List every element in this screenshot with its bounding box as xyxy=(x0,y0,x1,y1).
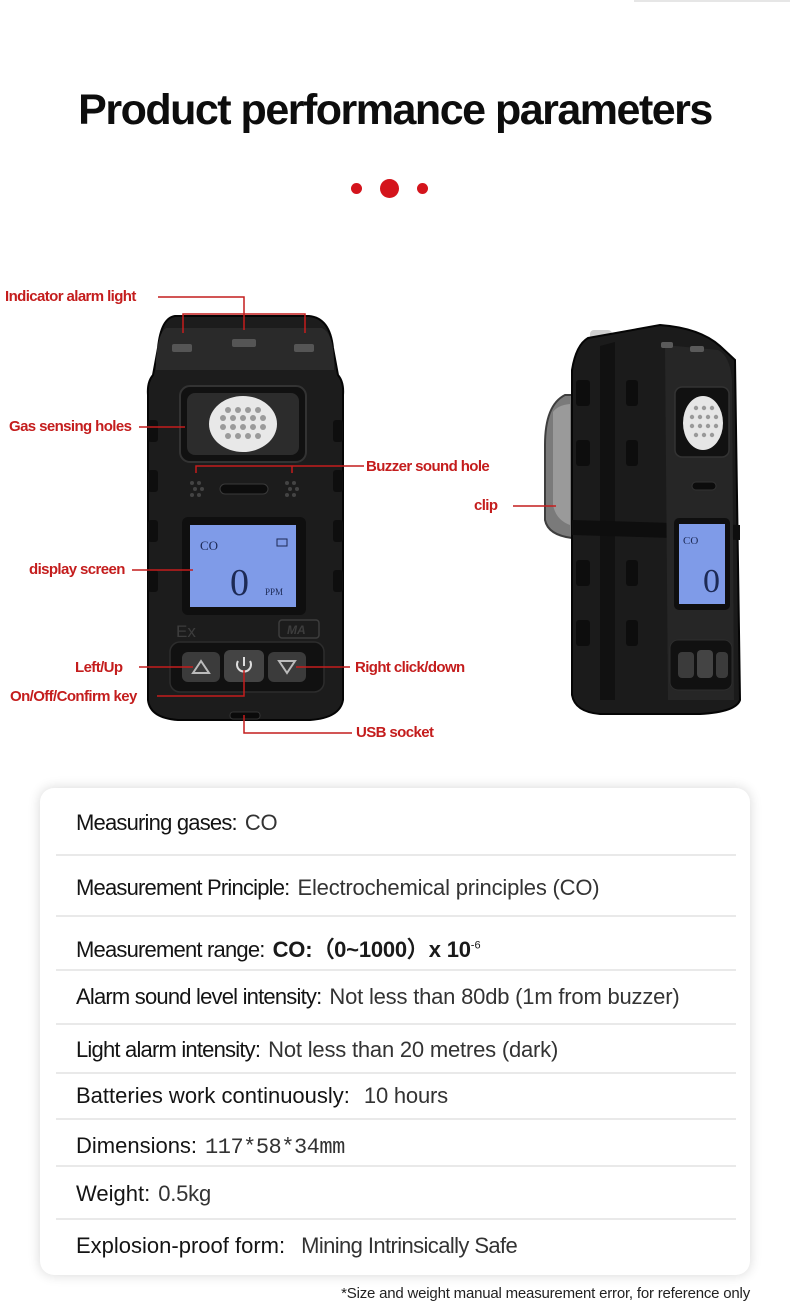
spec-value: CO:（0~1000）x 10 xyxy=(272,937,471,962)
spec-value: 10 hours xyxy=(363,1083,448,1108)
side-screen-gas-label: CO xyxy=(683,535,698,547)
side-device: CO 0 xyxy=(544,323,742,715)
callout-lines xyxy=(132,296,556,734)
callout-buzzer-sound-hole: Buzzer sound hole xyxy=(366,458,490,475)
specs-card: Measuring gases:CO Measurement Principle… xyxy=(40,788,750,1275)
callout-left-up: Left/Up xyxy=(75,659,123,676)
spec-row-range: Measurement range: CO:（0~1000）x 10-6 xyxy=(76,932,734,964)
spec-label: Dimensions: xyxy=(76,1133,198,1158)
spec-value: 0.5kg xyxy=(158,1181,212,1206)
side-screen-reading: 0 xyxy=(703,563,720,600)
callout-indicator-alarm-light: Indicator alarm light xyxy=(5,288,136,305)
spec-value: Electrochemical principles (CO) xyxy=(297,875,600,900)
spec-label: Weight: xyxy=(76,1181,151,1206)
callout-right-click-down: Right click/down xyxy=(355,659,465,676)
ex-mark: Ex xyxy=(176,622,196,641)
right-down-button[interactable] xyxy=(268,652,306,682)
spec-label: Explosion-proof form: xyxy=(76,1233,286,1258)
callout-on-off-confirm-key: On/Off/Confirm key xyxy=(10,688,137,705)
divider xyxy=(56,854,736,856)
spec-row-principle: Measurement Principle: Electrochemical pr… xyxy=(76,875,734,901)
spec-row-measuring-gases: Measuring gases:CO xyxy=(76,810,734,836)
screen-unit: PPM xyxy=(265,587,283,597)
divider xyxy=(56,1218,736,1220)
spec-value: Mining Intrinsically Safe xyxy=(301,1233,518,1258)
divider xyxy=(56,1165,736,1167)
callout-usb-socket: USB socket xyxy=(356,724,434,741)
device-illustration: CO 0 PPM Ex MA xyxy=(132,296,742,734)
spec-label: Alarm sound level intensity: xyxy=(76,984,322,1009)
spec-label: Measurement Principle: xyxy=(76,875,290,900)
page-title: Product performance parameters xyxy=(78,86,713,134)
callout-clip: clip xyxy=(474,497,498,514)
spec-row-explosion-proof: Explosion-proof form: Mining Intrinsicall… xyxy=(76,1233,734,1259)
spec-row-sound-intensity: Alarm sound level intensity: Not less tha… xyxy=(76,984,734,1010)
spec-row-weight: Weight: 0.5kg xyxy=(76,1181,734,1207)
spec-row-battery: Batteries work continuously: 10 hours xyxy=(76,1083,734,1109)
divider xyxy=(56,1118,736,1120)
spec-label: Light alarm intensity: xyxy=(76,1037,261,1062)
left-up-button[interactable] xyxy=(182,652,220,682)
dot-right xyxy=(417,183,428,194)
spec-label: Measuring gases: xyxy=(76,810,238,835)
decorative-dots xyxy=(0,179,790,199)
spec-value: CO xyxy=(244,810,278,835)
spec-label: Measurement range: xyxy=(76,937,265,962)
divider xyxy=(56,915,736,917)
callout-display-screen: display screen xyxy=(29,561,125,578)
spec-exponent: -6 xyxy=(470,939,481,952)
callout-gas-sensing-holes: Gas sensing holes xyxy=(9,418,132,435)
dot-center xyxy=(380,179,399,198)
footnote: *Size and weight manual measurement erro… xyxy=(341,1285,750,1302)
spec-label: Batteries work continuously: xyxy=(76,1083,350,1108)
front-device: CO 0 PPM Ex MA xyxy=(146,315,345,721)
spec-row-dimensions: Dimensions: 117*58*34mm xyxy=(76,1133,734,1160)
divider xyxy=(56,969,736,971)
divider xyxy=(56,1023,736,1025)
screen-gas-label: CO xyxy=(200,538,218,553)
spec-value: 117*58*34mm xyxy=(205,1135,345,1160)
spec-value: Not less than 80db (1m from buzzer) xyxy=(329,984,680,1009)
divider xyxy=(56,1072,736,1074)
ma-mark: MA xyxy=(287,623,306,637)
spec-row-light-intensity: Light alarm intensity: Not less than 20 m… xyxy=(76,1037,734,1063)
spec-value: Not less than 20 metres (dark) xyxy=(268,1037,559,1062)
screen-reading: 0 xyxy=(230,562,249,604)
top-divider xyxy=(634,0,790,2)
dot-left xyxy=(351,183,362,194)
